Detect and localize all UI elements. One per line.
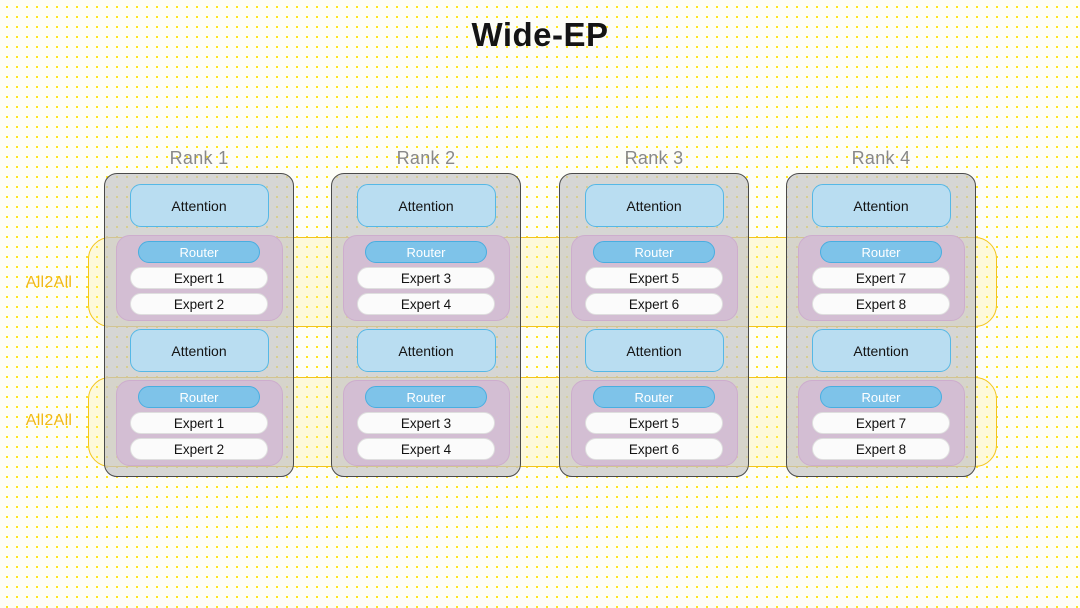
rank-card-1: Attention Router Expert 1 Expert 2 Atten… <box>104 173 294 477</box>
router-pill-r3-l1: Router <box>593 241 715 263</box>
router-pill-r4-l2: Router <box>820 386 942 408</box>
router-pill-r1-l2: Router <box>138 386 260 408</box>
rank-card-3: Attention Router Expert 5 Expert 6 Atten… <box>559 173 749 477</box>
page-title: Wide-EP <box>471 16 609 53</box>
expert-pill-r1-l2-e1: Expert 1 <box>130 412 268 434</box>
attention-block-r1-l1: Attention <box>129 184 269 227</box>
router-pill-r1-l1: Router <box>138 241 260 263</box>
attention-block-r1-l2: Attention <box>129 329 269 372</box>
router-pill-r2-l1: Router <box>365 241 487 263</box>
moe-block-r3-l2: Router Expert 5 Expert 6 <box>570 380 738 466</box>
expert-pill-r2-l1-e2: Expert 4 <box>357 293 495 315</box>
expert-pill-r4-l2-e2: Expert 8 <box>812 438 950 460</box>
rank-column-4: Rank 4 Attention Router Expert 7 Expert … <box>786 148 976 477</box>
rank-column-1: Rank 1 Attention Router Expert 1 Expert … <box>104 148 294 477</box>
rank-card-2: Attention Router Expert 3 Expert 4 Atten… <box>331 173 521 477</box>
router-pill-r3-l2: Router <box>593 386 715 408</box>
attention-block-r3-l1: Attention <box>584 184 724 227</box>
attention-block-r4-l1: Attention <box>811 184 951 227</box>
expert-pill-r1-l2-e2: Expert 2 <box>130 438 268 460</box>
moe-block-r1-l1: Router Expert 1 Expert 2 <box>115 235 283 321</box>
expert-pill-r3-l2-e1: Expert 5 <box>585 412 723 434</box>
expert-pill-r3-l2-e2: Expert 6 <box>585 438 723 460</box>
expert-pill-r1-l1-e2: Expert 2 <box>130 293 268 315</box>
expert-pill-r2-l2-e2: Expert 4 <box>357 438 495 460</box>
rank-column-3: Rank 3 Attention Router Expert 5 Expert … <box>559 148 749 477</box>
expert-pill-r2-l1-e1: Expert 3 <box>357 267 495 289</box>
all2all-label-1: All2All <box>25 274 73 291</box>
attention-block-r4-l2: Attention <box>811 329 951 372</box>
rank-column-2: Rank 2 Attention Router Expert 3 Expert … <box>331 148 521 477</box>
expert-pill-r4-l2-e1: Expert 7 <box>812 412 950 434</box>
moe-block-r2-l2: Router Expert 3 Expert 4 <box>342 380 510 466</box>
router-pill-r4-l1: Router <box>820 241 942 263</box>
expert-pill-r3-l1-e2: Expert 6 <box>585 293 723 315</box>
attention-block-r2-l2: Attention <box>356 329 496 372</box>
expert-pill-r2-l2-e1: Expert 3 <box>357 412 495 434</box>
expert-pill-r4-l1-e2: Expert 8 <box>812 293 950 315</box>
moe-block-r4-l2: Router Expert 7 Expert 8 <box>797 380 965 466</box>
rank-label-2: Rank 2 <box>396 148 456 168</box>
rank-label-3: Rank 3 <box>624 148 684 168</box>
rank-label-1: Rank 1 <box>169 148 229 168</box>
expert-pill-r1-l1-e1: Expert 1 <box>130 267 268 289</box>
expert-pill-r4-l1-e1: Expert 7 <box>812 267 950 289</box>
moe-block-r1-l2: Router Expert 1 Expert 2 <box>115 380 283 466</box>
moe-block-r2-l1: Router Expert 3 Expert 4 <box>342 235 510 321</box>
rank-label-4: Rank 4 <box>851 148 911 168</box>
all2all-label-2: All2All <box>25 412 73 429</box>
moe-block-r4-l1: Router Expert 7 Expert 8 <box>797 235 965 321</box>
attention-block-r3-l2: Attention <box>584 329 724 372</box>
router-pill-r2-l2: Router <box>365 386 487 408</box>
expert-pill-r3-l1-e1: Expert 5 <box>585 267 723 289</box>
moe-block-r3-l1: Router Expert 5 Expert 6 <box>570 235 738 321</box>
attention-block-r2-l1: Attention <box>356 184 496 227</box>
rank-card-4: Attention Router Expert 7 Expert 8 Atten… <box>786 173 976 477</box>
